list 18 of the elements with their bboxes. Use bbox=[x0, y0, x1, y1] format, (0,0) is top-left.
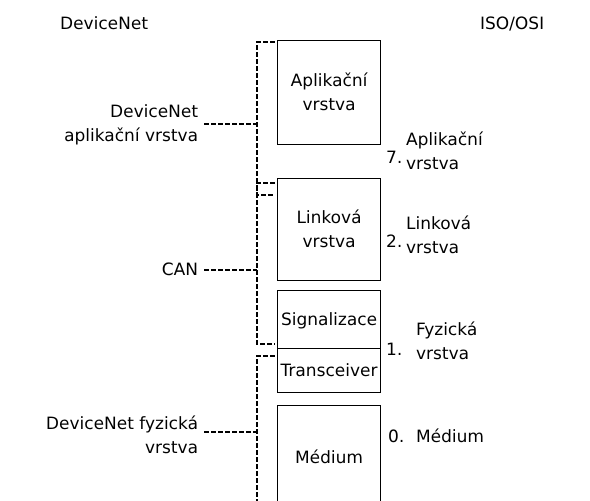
layer-box: Linková vrstva bbox=[277, 178, 381, 281]
layer-label: Médium bbox=[416, 426, 484, 449]
column-heading: ISO/OSI bbox=[480, 13, 544, 36]
layer-box: Transceiver bbox=[277, 348, 381, 393]
layer-number: 7. bbox=[386, 147, 402, 170]
layer-number: 0. bbox=[388, 426, 404, 449]
layer-box: Aplikační vrstva bbox=[277, 40, 381, 145]
layer-box: Signalizace bbox=[277, 290, 381, 350]
layer-number: 2. bbox=[386, 231, 402, 254]
layer-number: 1. bbox=[386, 339, 402, 362]
layer-label: Aplikační vrstva bbox=[406, 129, 484, 176]
layer-label: DeviceNet fyzická vrstva bbox=[44, 413, 198, 460]
layer-label: Fyzická vrstva bbox=[416, 319, 478, 366]
layer-label: Linková vrstva bbox=[406, 213, 472, 260]
layer-label: DeviceNet aplikační vrstva bbox=[63, 101, 198, 148]
layer-label: CAN bbox=[160, 259, 198, 282]
layer-box: Médium bbox=[277, 405, 381, 501]
column-heading: DeviceNet bbox=[60, 13, 148, 36]
